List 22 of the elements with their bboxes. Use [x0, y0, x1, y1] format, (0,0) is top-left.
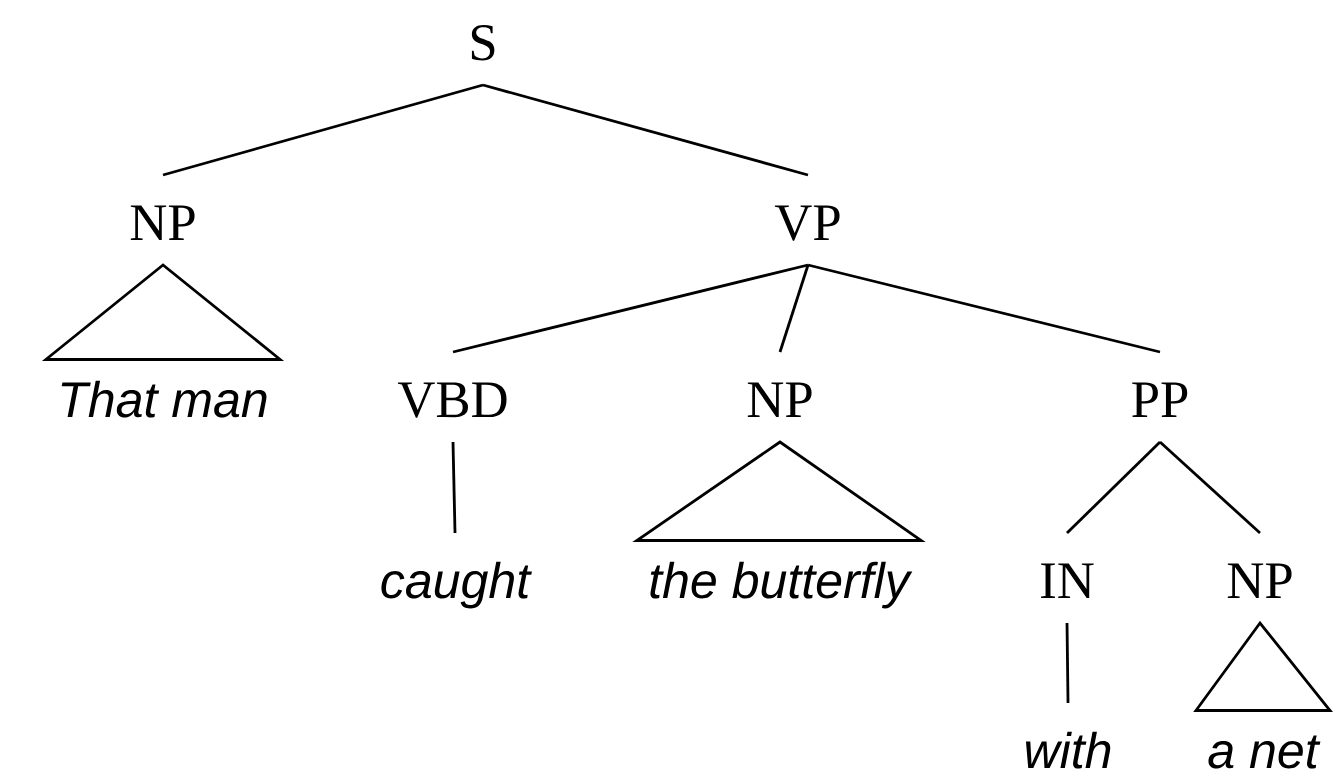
category-label: NP [747, 382, 812, 417]
word-label: with [1025, 731, 1111, 769]
branch-line [1065, 623, 1070, 703]
branch-line [482, 83, 809, 177]
category-label: IN [1041, 563, 1094, 598]
category-label: PP [1132, 382, 1188, 417]
word-label: a net [1208, 735, 1321, 769]
branch-line [452, 263, 809, 354]
category-label: VP [774, 205, 840, 241]
word-label: That man [61, 380, 267, 418]
branch-line [807, 263, 1161, 354]
branch-line [778, 264, 810, 353]
branch-line [162, 83, 484, 177]
branch-line [1159, 440, 1261, 535]
word-label: the butterfly [650, 561, 913, 609]
category-label: S [471, 25, 495, 61]
word-label: caught [381, 561, 532, 609]
branch-line [1066, 441, 1161, 534]
branch-line [451, 441, 457, 534]
category-label: VBD [397, 382, 507, 418]
category-label: NP [130, 205, 195, 240]
category-label: NP [1227, 563, 1292, 598]
